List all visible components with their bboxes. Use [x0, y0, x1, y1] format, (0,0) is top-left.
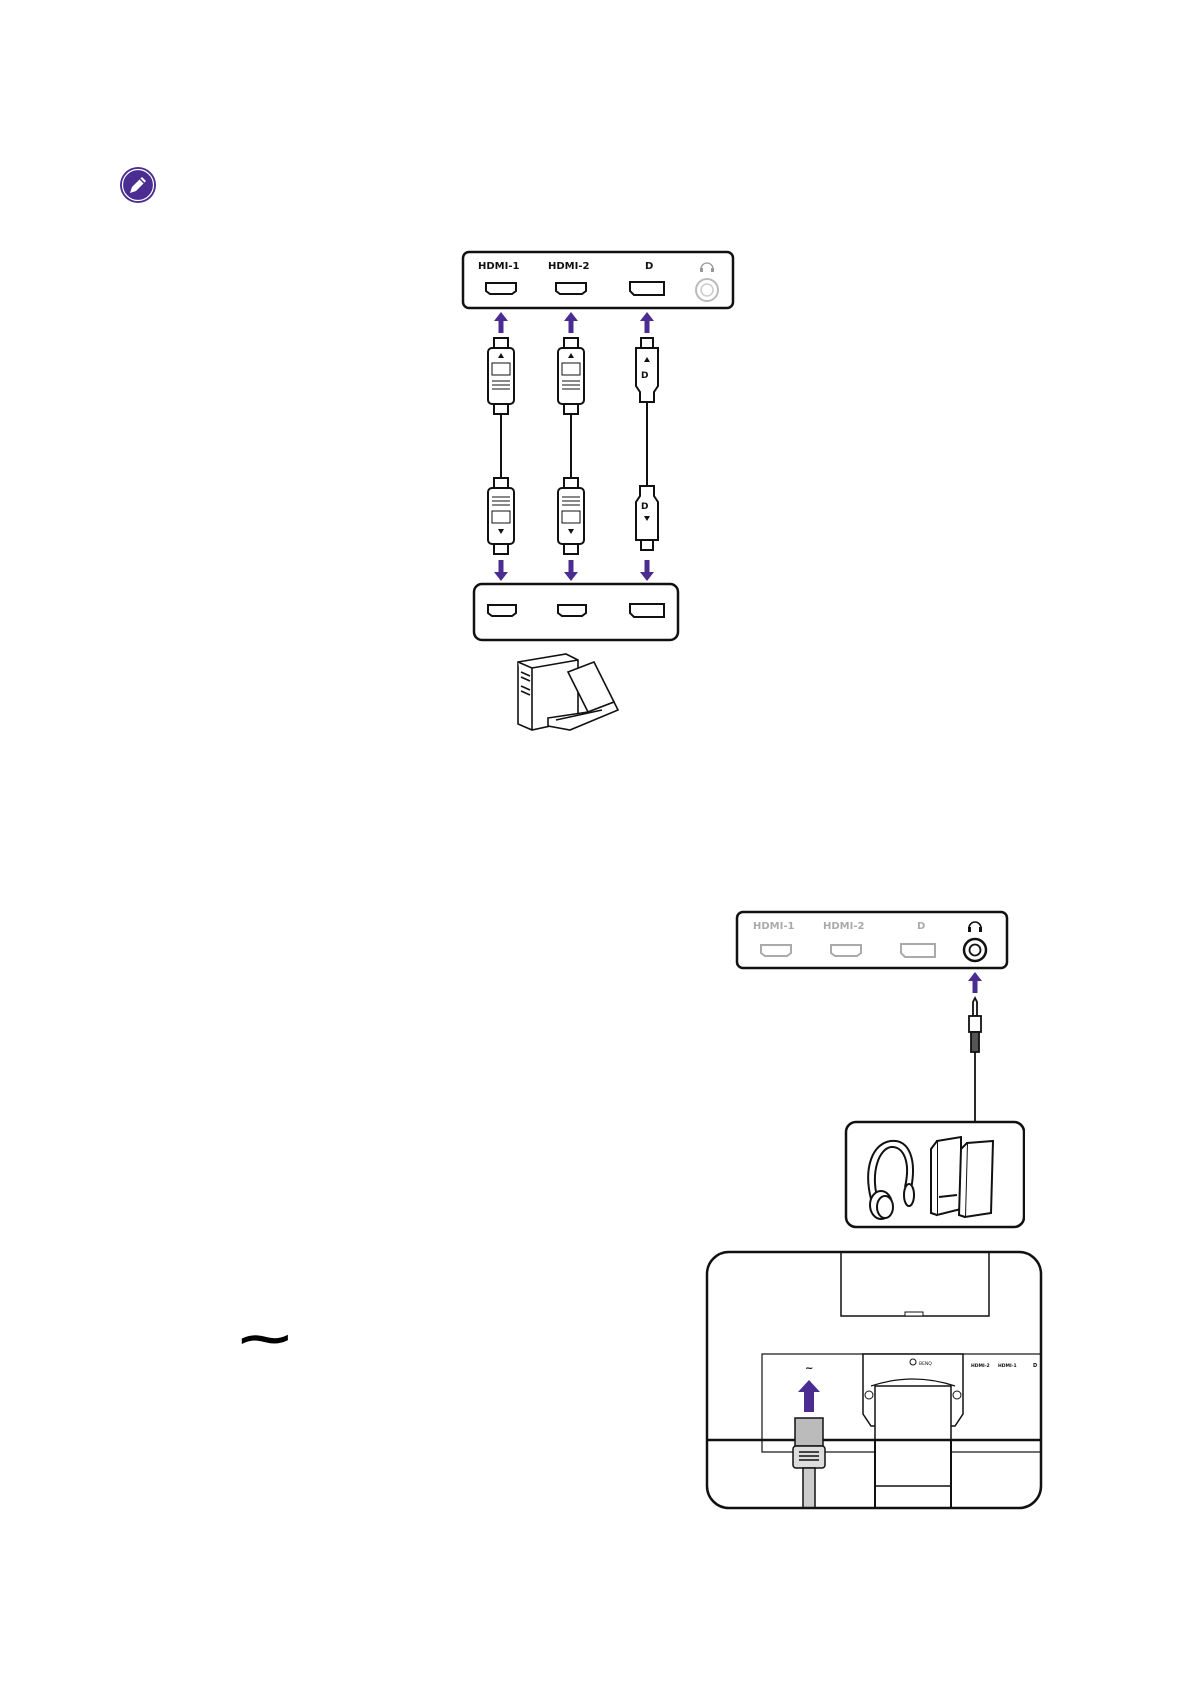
hdmi-small-1: HDMI-1	[998, 1363, 1017, 1369]
up-arrow	[968, 972, 982, 993]
video-connection-diagram: HDMI-1 HDMI-2 D	[460, 250, 740, 740]
hdmi-small-2: HDMI-2	[971, 1363, 990, 1369]
dp-port	[630, 282, 664, 295]
down-arrows	[494, 560, 654, 581]
pencil-note-icon	[119, 166, 157, 204]
port-label-dp-faded: D	[917, 921, 925, 932]
svg-text:D: D	[1033, 1363, 1037, 1369]
port-label-hdmi2: HDMI-2	[548, 261, 589, 272]
hdmi2-port	[556, 283, 586, 294]
hdmi1-port	[486, 283, 516, 294]
stand-label: BENQ	[919, 1361, 932, 1367]
stand-top	[841, 1250, 989, 1316]
computer-and-laptop-icon	[518, 654, 618, 730]
port-label-hdmi1: HDMI-1	[478, 261, 519, 272]
audio-plug	[969, 998, 981, 1122]
ac-power-symbol: ~	[234, 1318, 296, 1358]
svg-text:D: D	[641, 502, 648, 512]
audio-connection-diagram: HDMI-1 HDMI-2 D	[735, 910, 1025, 1230]
svg-text:D: D	[641, 371, 648, 381]
ac-label: ~	[805, 1363, 813, 1374]
speakers-icon	[931, 1137, 993, 1217]
note-icon	[119, 166, 157, 204]
up-arrows	[494, 312, 654, 333]
port-label-dp: D	[645, 261, 653, 272]
power-connection-diagram: ~ HDMI-2 HDMI-1 D BENQ	[705, 1250, 1045, 1512]
port-label-hdmi1-faded: HDMI-1	[753, 921, 794, 932]
port-label-hdmi2-faded: HDMI-2	[823, 921, 864, 932]
